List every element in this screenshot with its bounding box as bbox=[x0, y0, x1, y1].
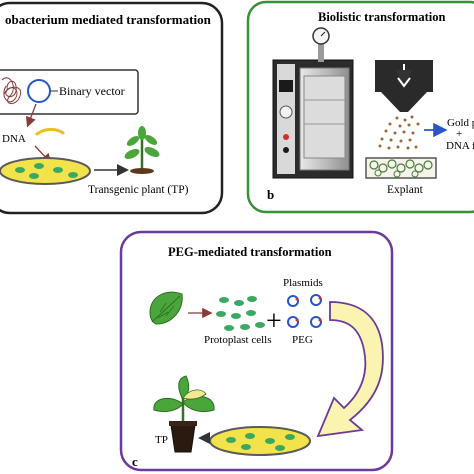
plasmids-icon bbox=[287, 294, 322, 328]
explant-label: Explant bbox=[387, 184, 424, 196]
plasmids-label: Plasmids bbox=[283, 277, 323, 289]
dna-label-a: DNA bbox=[2, 133, 26, 145]
panel-c-title: PEG-mediated transformation bbox=[168, 245, 332, 259]
binary-vector-icon bbox=[27, 79, 51, 103]
panel-c-border bbox=[119, 230, 394, 472]
arrow-vector-to-dna bbox=[25, 103, 37, 128]
peg-label: PEG bbox=[292, 334, 313, 346]
plus-label-b: + bbox=[456, 128, 462, 140]
panel-peg: PEG-mediated transformation Protoplast c… bbox=[119, 230, 394, 472]
dna-fragment-icon bbox=[35, 127, 65, 136]
protoplast-label: Protoplast cells bbox=[204, 334, 272, 346]
gold-particles-label: Gold parti bbox=[447, 117, 474, 129]
panel-c-letter: c bbox=[132, 454, 138, 469]
potted-plant-icon bbox=[153, 375, 215, 453]
panel-biolistic: Biolistic transformation bbox=[246, 0, 474, 214]
panel-b-letter: b bbox=[267, 187, 274, 202]
plasmid-marks-icon bbox=[295, 296, 322, 322]
explant-icon bbox=[365, 157, 437, 179]
transgenic-plant-icon bbox=[124, 126, 160, 174]
panel-b-title: Biolistic transformation bbox=[318, 10, 445, 24]
transgenic-plant-label: Transgenic plant (TP) bbox=[88, 184, 189, 196]
leaf-icon bbox=[149, 291, 183, 325]
dna-fragments-label: DNA fragn bbox=[446, 140, 474, 152]
gene-gun-icon bbox=[272, 27, 354, 179]
barrel-icon bbox=[375, 60, 433, 112]
protoplast-cells-icon bbox=[216, 296, 265, 331]
peg-curved-arrow bbox=[316, 301, 384, 438]
panel-a-title: obacterium mediated transformation bbox=[5, 12, 212, 27]
bacterial-chromosome-icon bbox=[1, 77, 22, 104]
petri-dish-icon bbox=[0, 157, 91, 185]
petri-dish-c-icon bbox=[209, 426, 311, 456]
plus-sign-c: + bbox=[266, 306, 282, 337]
panel-agrobacterium: obacterium mediated transformation Binar… bbox=[0, 1, 224, 215]
binary-vector-label: Binary vector bbox=[59, 84, 125, 98]
gold-particles-icon bbox=[378, 115, 420, 150]
tp-label: TP bbox=[155, 434, 168, 446]
